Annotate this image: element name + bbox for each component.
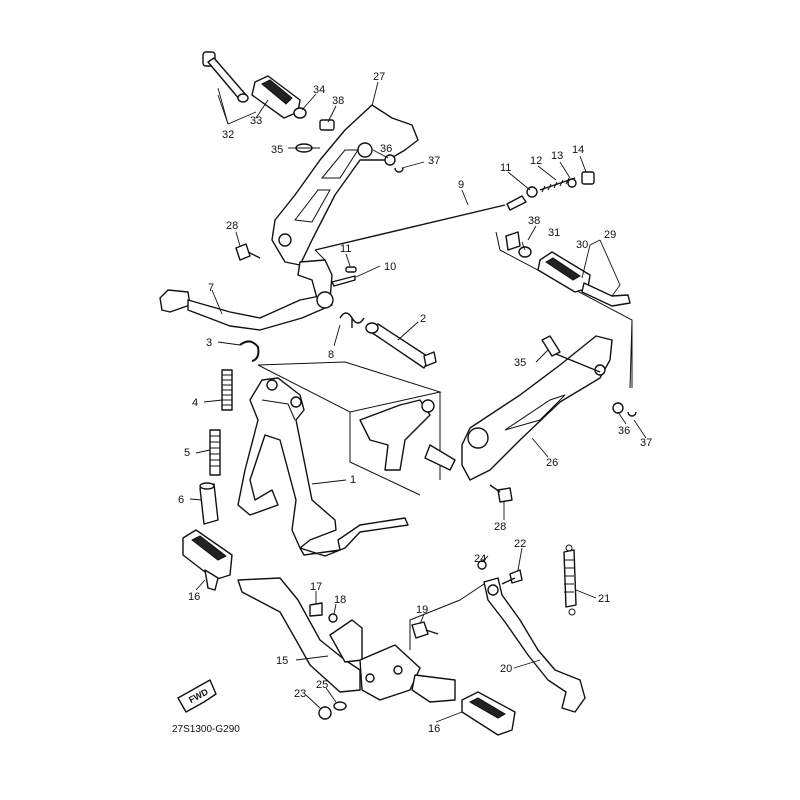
callout-29: 29: [604, 229, 616, 241]
callout-28-upper: 28: [226, 220, 238, 232]
part-32-shaft: [202, 51, 249, 103]
part-16-footrest-right: [461, 691, 516, 736]
callout-14: 14: [572, 144, 584, 156]
callout-30: 30: [576, 239, 588, 251]
part-20-side-stand: [483, 577, 586, 713]
part-2-pivot-shaft: [365, 322, 437, 369]
callout-37-right: 37: [640, 437, 652, 449]
callout-5: 5: [184, 447, 190, 459]
callout-18: 18: [334, 594, 346, 606]
callout-38: 38: [332, 95, 344, 107]
callout-21: 21: [598, 593, 610, 605]
drawing-code: 27S1300-G290: [172, 724, 240, 735]
part-34-38-pin-parts: [293, 107, 335, 153]
callout-6: 6: [178, 494, 184, 506]
part-11-14-adjuster: [526, 171, 595, 198]
callout-2: 2: [420, 313, 426, 325]
callout-23: 23: [294, 688, 306, 700]
callout-34: 34: [313, 84, 325, 96]
callout-20: 20: [500, 663, 512, 675]
callout-27: 27: [373, 71, 385, 83]
callout-38-right: 38: [528, 215, 540, 227]
part-26-footrest-bracket: [461, 335, 613, 481]
callout-15: 15: [276, 655, 288, 667]
callout-8: 8: [328, 349, 334, 361]
callout-19: 19: [416, 604, 428, 616]
callout-11-upper: 11: [500, 162, 511, 174]
callout-12: 12: [530, 155, 542, 167]
callout-37: 37: [428, 155, 440, 167]
callout-35: 35: [271, 144, 283, 156]
callout-33: 33: [250, 115, 262, 127]
part-3-hook: [239, 340, 260, 362]
part-27-footrest-bracket: [271, 104, 419, 303]
callout-28-lower: 28: [494, 521, 506, 533]
callout-25: 25: [316, 679, 328, 691]
callout-36: 36: [380, 143, 392, 155]
callout-1: 1: [350, 474, 356, 486]
part-5-spring: [209, 429, 221, 476]
callout-16-left: 16: [188, 591, 200, 603]
callout-10: 10: [384, 261, 396, 273]
part-21-spring: [563, 544, 577, 616]
part-10-11-cotter: [331, 266, 357, 287]
callout-9: 9: [458, 179, 464, 191]
part-8-return-spring: [339, 312, 365, 328]
part-29-31-right-footrest: [505, 231, 631, 307]
callout-16-right: 16: [428, 723, 440, 735]
part-28-bolt-lower: [489, 484, 513, 503]
callout-11-lower: 11: [340, 243, 351, 255]
callout-35-right: 35: [514, 357, 526, 369]
part-17-18-bolts: [309, 602, 338, 623]
part-4-spring: [221, 369, 233, 411]
part-9-brake-rod: [314, 195, 527, 261]
part-6-collar: [199, 482, 219, 525]
leader-lines: [189, 81, 647, 723]
part-28-bolt-upper: [235, 243, 261, 261]
callout-labels: 27 34 38 33 32 35 36 37 11 12 13 14 9 38…: [178, 71, 652, 735]
stand-bracket: [359, 399, 456, 471]
callout-32: 32: [222, 129, 234, 141]
part-15-bracket: [237, 577, 456, 703]
part-35-bolt-right: [541, 335, 601, 373]
callout-13: 13: [551, 150, 563, 162]
part-22-24-bolt-nut: [477, 560, 523, 585]
callout-17: 17: [310, 581, 322, 593]
reference-lines: [257, 231, 633, 650]
part-1-main-stand: [237, 377, 409, 557]
callout-3: 3: [206, 337, 212, 349]
part-16-footrest-left: [182, 529, 233, 591]
callout-7: 7: [208, 282, 214, 294]
part-23-25-nut-washer: [318, 701, 347, 720]
part-7-brake-pedal: [159, 289, 334, 331]
part-19-bolt: [411, 621, 439, 639]
part-36-37-right-washers: [612, 402, 637, 417]
fwd-arrow-icon: [177, 679, 217, 713]
callout-26: 26: [546, 457, 558, 469]
part-33-footrest-rubber: [251, 75, 301, 119]
callout-31: 31: [548, 227, 560, 239]
callout-22: 22: [514, 538, 526, 550]
callout-36-right: 36: [618, 425, 630, 437]
callout-4: 4: [192, 397, 198, 409]
callout-24: 24: [474, 553, 486, 565]
